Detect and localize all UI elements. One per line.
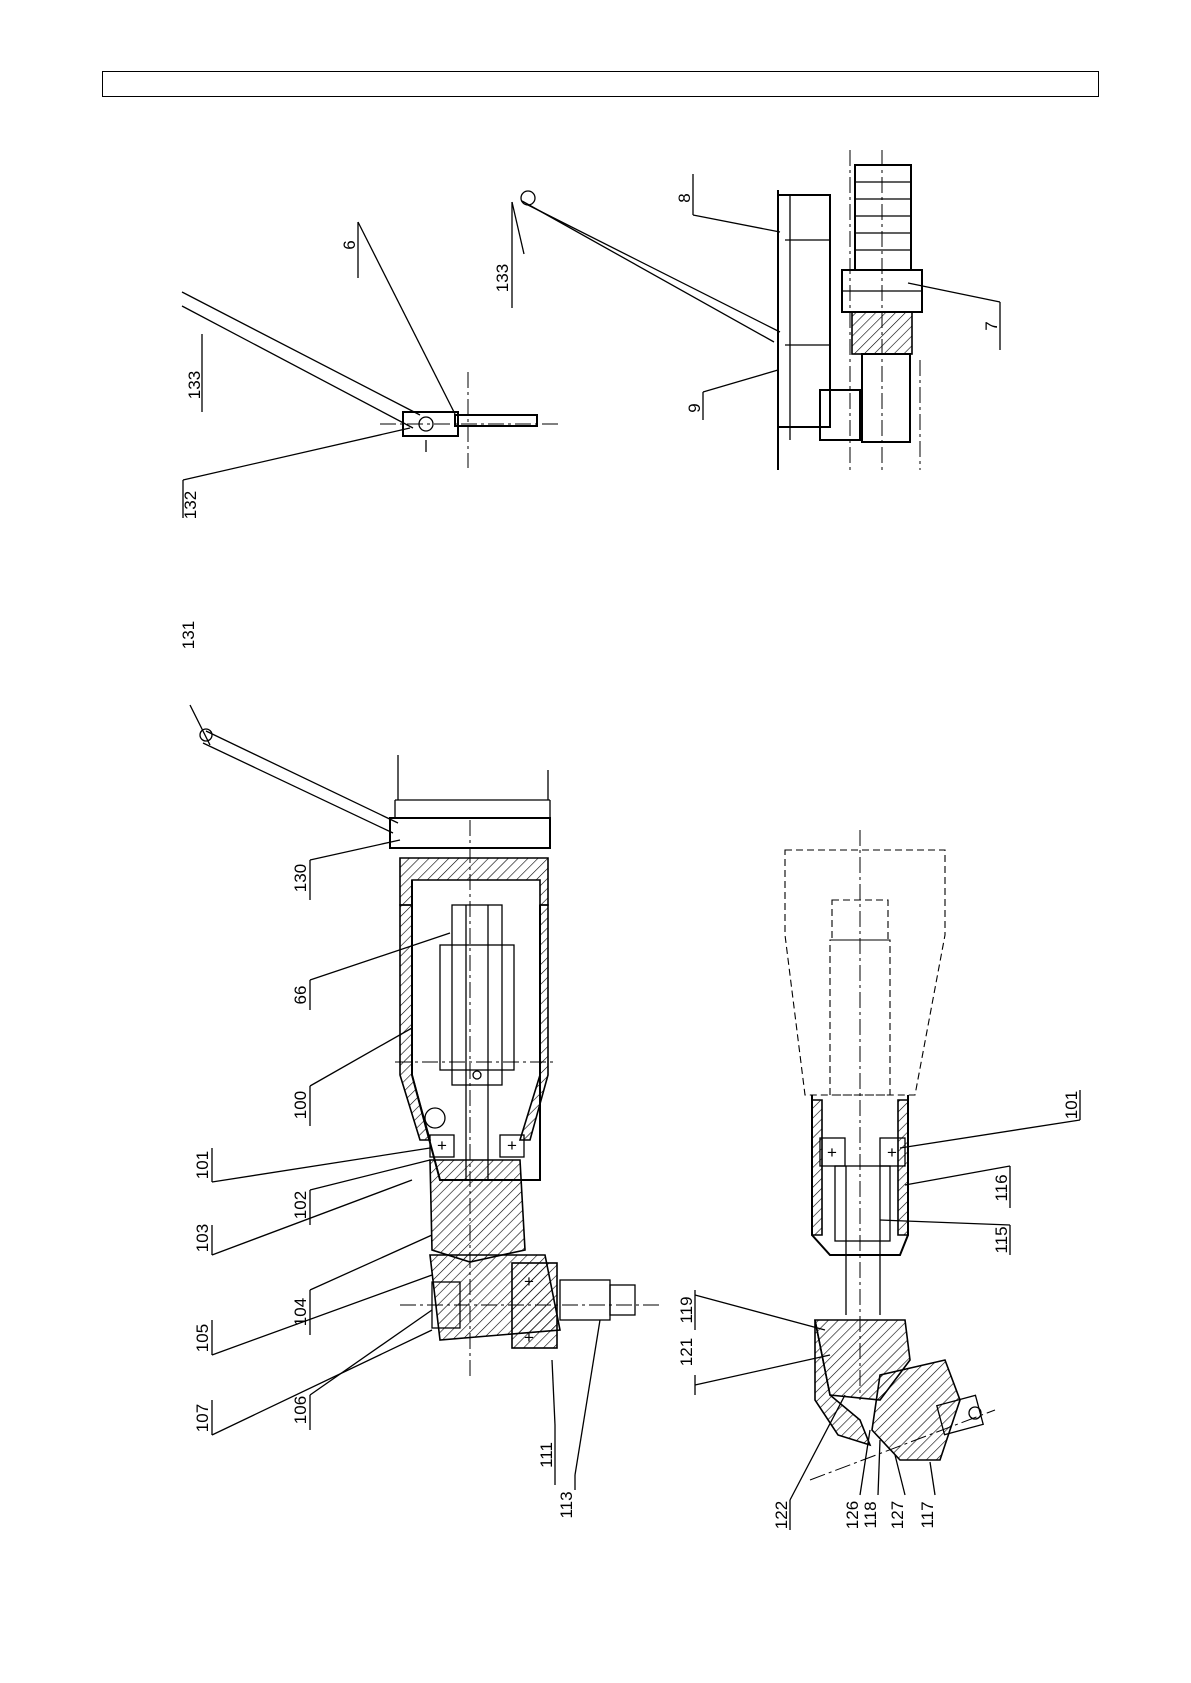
label-101-right: 101 [1062,1091,1081,1119]
label-131: 131 [179,621,198,649]
label-103: 103 [193,1224,212,1252]
label-101-left: 101 [193,1151,212,1179]
svg-text:+: + [524,1272,534,1291]
svg-text:+: + [887,1143,897,1162]
label-7: 7 [982,321,1001,330]
label-133-top-left: 133 [185,371,204,399]
label-100: 100 [291,1091,310,1119]
label-106: 106 [291,1396,310,1424]
label-115: 115 [992,1226,1011,1253]
label-122: 122 [772,1501,791,1529]
label-107: 107 [193,1404,212,1432]
label-127: 127 [888,1501,907,1529]
label-66: 66 [291,986,310,1005]
label-102: 102 [291,1191,310,1219]
svg-text:+: + [437,1136,447,1155]
svg-text:+: + [524,1328,534,1347]
label-117: 117 [918,1501,937,1528]
label-6: 6 [340,240,359,249]
label-8: 8 [675,193,694,202]
label-118: 118 [861,1501,880,1528]
label-9: 9 [685,403,704,412]
label-130: 130 [291,864,310,892]
label-132: 132 [181,491,200,519]
label-126: 126 [843,1501,862,1529]
label-105: 105 [193,1324,212,1352]
label-104: 104 [291,1298,310,1326]
svg-text:+: + [827,1143,837,1162]
part-labels: 6 133 132 8 133 9 7 131 130 66 100 101 1… [179,193,1081,1529]
label-113: 113 [557,1491,576,1518]
label-133-top-right: 133 [493,264,512,292]
label-121: 121 [677,1338,696,1366]
label-119: 119 [677,1296,696,1323]
angle-head-section-right: + + [695,830,1080,1530]
label-116: 116 [992,1174,1011,1201]
hose-fitting-detail-top-right [512,150,1000,470]
angle-head-section-left: + + + + [190,705,660,1490]
svg-text:+: + [507,1136,517,1155]
label-111: 111 [537,1442,556,1468]
